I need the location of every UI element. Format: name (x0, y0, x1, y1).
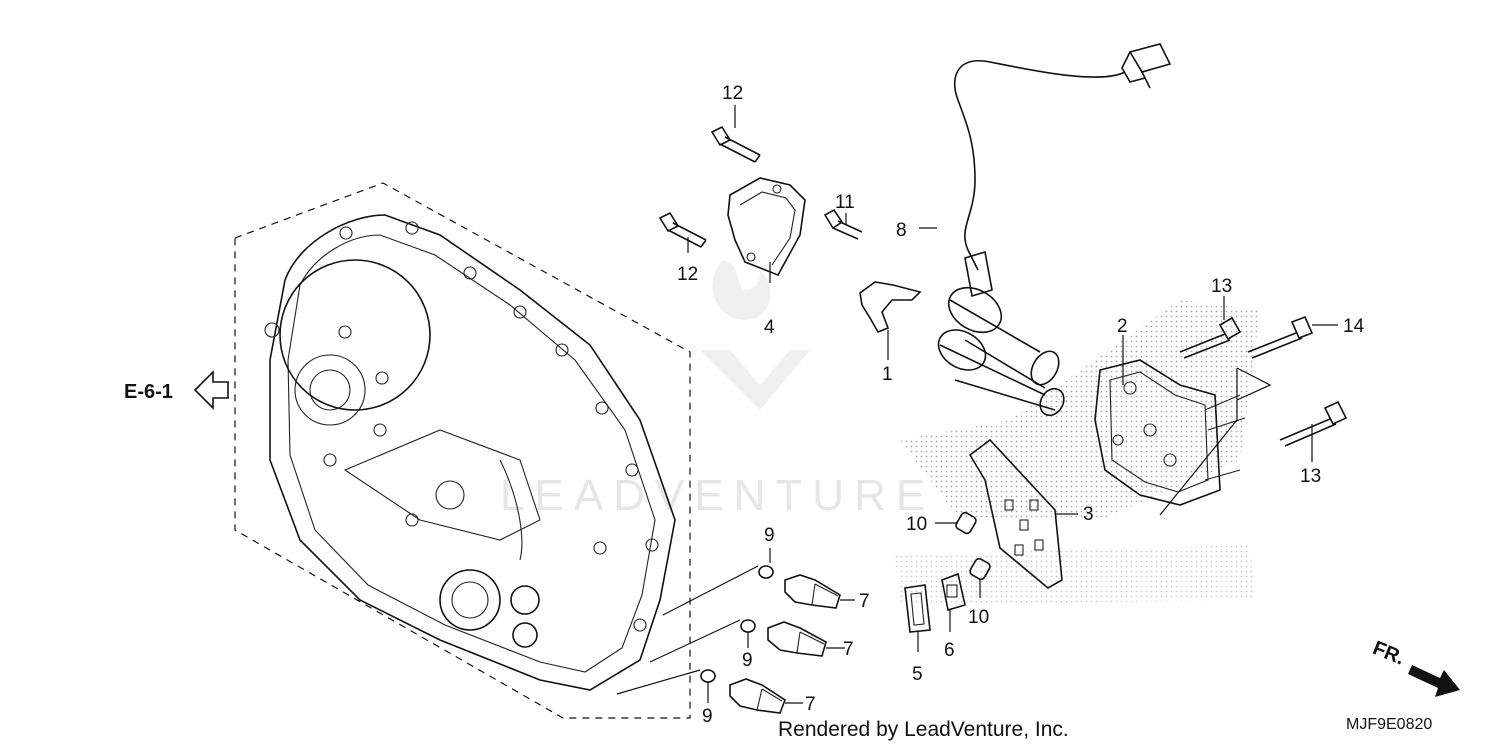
bolt-12-bottom (658, 211, 707, 248)
callout-12a: 12 (722, 83, 743, 104)
gasket-5 (904, 584, 931, 633)
washer-9b (740, 619, 756, 633)
callout-9c: 9 (702, 706, 713, 727)
callout-7a: 7 (859, 591, 870, 612)
callout-11: 11 (835, 192, 855, 213)
bracket-1 (859, 281, 922, 334)
bolt-14 (1247, 315, 1314, 359)
front-direction-label: FR. (1370, 637, 1408, 669)
callout-13b: 13 (1300, 466, 1321, 487)
separator-plate-3 (968, 438, 1063, 589)
pressure-switch-7c (729, 678, 786, 714)
bolt-13-bottom (1279, 400, 1348, 447)
callout-2: 2 (1117, 316, 1128, 337)
callout-1: 1 (882, 364, 893, 385)
drawing-code: MJF9E0820 (1346, 716, 1433, 733)
callout-8: 8 (896, 220, 907, 241)
watermark-text: LEADVENTURE (500, 471, 935, 520)
clutch-cover (264, 214, 676, 691)
plug-10-top (955, 511, 977, 535)
reference-label: E-6-1 (124, 381, 173, 403)
callout-10a: 10 (906, 514, 927, 535)
callout-7c: 7 (805, 694, 816, 715)
bolt-11 (823, 208, 863, 240)
callout-9b: 9 (742, 650, 753, 671)
front-direction-arrow (1408, 665, 1460, 697)
valve-body-2 (1094, 359, 1272, 516)
bolt-12-top (710, 125, 761, 163)
callout-9a: 9 (764, 525, 775, 546)
callout-6: 6 (944, 640, 955, 661)
callout-3: 3 (1083, 504, 1094, 525)
bolt-13-top (1179, 316, 1242, 359)
callout-7b: 7 (843, 639, 854, 660)
harness-8 (937, 43, 1172, 417)
reference-arrow (193, 370, 229, 410)
leader-lines-sensors (616, 565, 759, 695)
callout-12b: 12 (677, 264, 698, 285)
leader-lines (687, 105, 1338, 704)
washer-9c (700, 669, 716, 683)
watermark-logo (700, 260, 1260, 605)
footer-credit: Rendered by LeadVenture, Inc. (778, 718, 1069, 741)
washer-9a (758, 565, 774, 579)
sensor-cover-4 (727, 177, 806, 277)
callout-14: 14 (1343, 316, 1365, 337)
callout-13a: 13 (1211, 276, 1232, 297)
pressure-switch-7b (767, 621, 827, 657)
plug-10-bottom (969, 557, 991, 581)
callout-10b: 10 (968, 607, 989, 628)
callout-4: 4 (764, 317, 775, 338)
assembly-dashed-boundary (234, 182, 691, 719)
pressure-switch-7a (784, 574, 841, 609)
callout-5: 5 (912, 664, 923, 685)
filter-6 (941, 572, 966, 612)
